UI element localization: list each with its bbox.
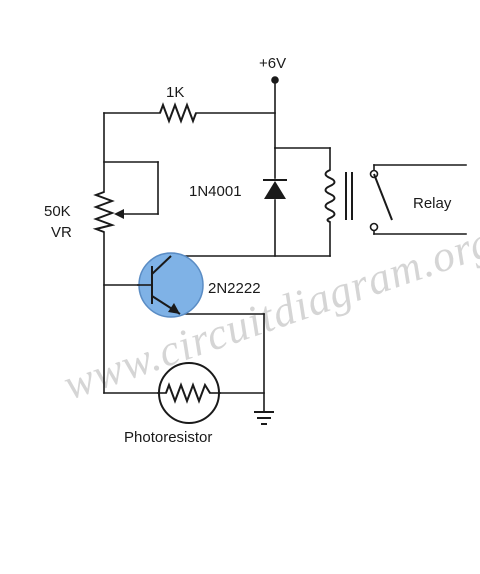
ground-icon	[254, 411, 274, 425]
potentiometer-symbol	[92, 191, 116, 233]
photoresistor-zigzag	[165, 382, 211, 404]
resistor-1k-symbol	[159, 102, 197, 124]
relay-contact-bottom	[369, 222, 379, 232]
diode-label: 1N4001	[189, 183, 242, 200]
relay-coil	[324, 169, 336, 223]
supply-terminal-dot	[271, 76, 279, 84]
relay-label: Relay	[413, 195, 452, 212]
pot-wiper-arrow	[114, 209, 124, 219]
pot-name-label: VR	[51, 224, 72, 241]
relay-switch-arm	[373, 173, 393, 221]
watermark-text: www.circuitdiagram.org	[57, 216, 480, 409]
transistor-label: 2N2222	[208, 280, 261, 297]
transistor-collector-lead	[151, 255, 172, 275]
pot-value-label: 50K	[44, 203, 71, 220]
wires	[103, 79, 467, 413]
supply-label: +6V	[259, 55, 286, 72]
photoresistor-label: Photoresistor	[124, 429, 212, 446]
transistor-emitter-arrow	[168, 303, 180, 314]
diode-triangle	[264, 181, 286, 199]
resistor-label: 1K	[166, 84, 184, 101]
